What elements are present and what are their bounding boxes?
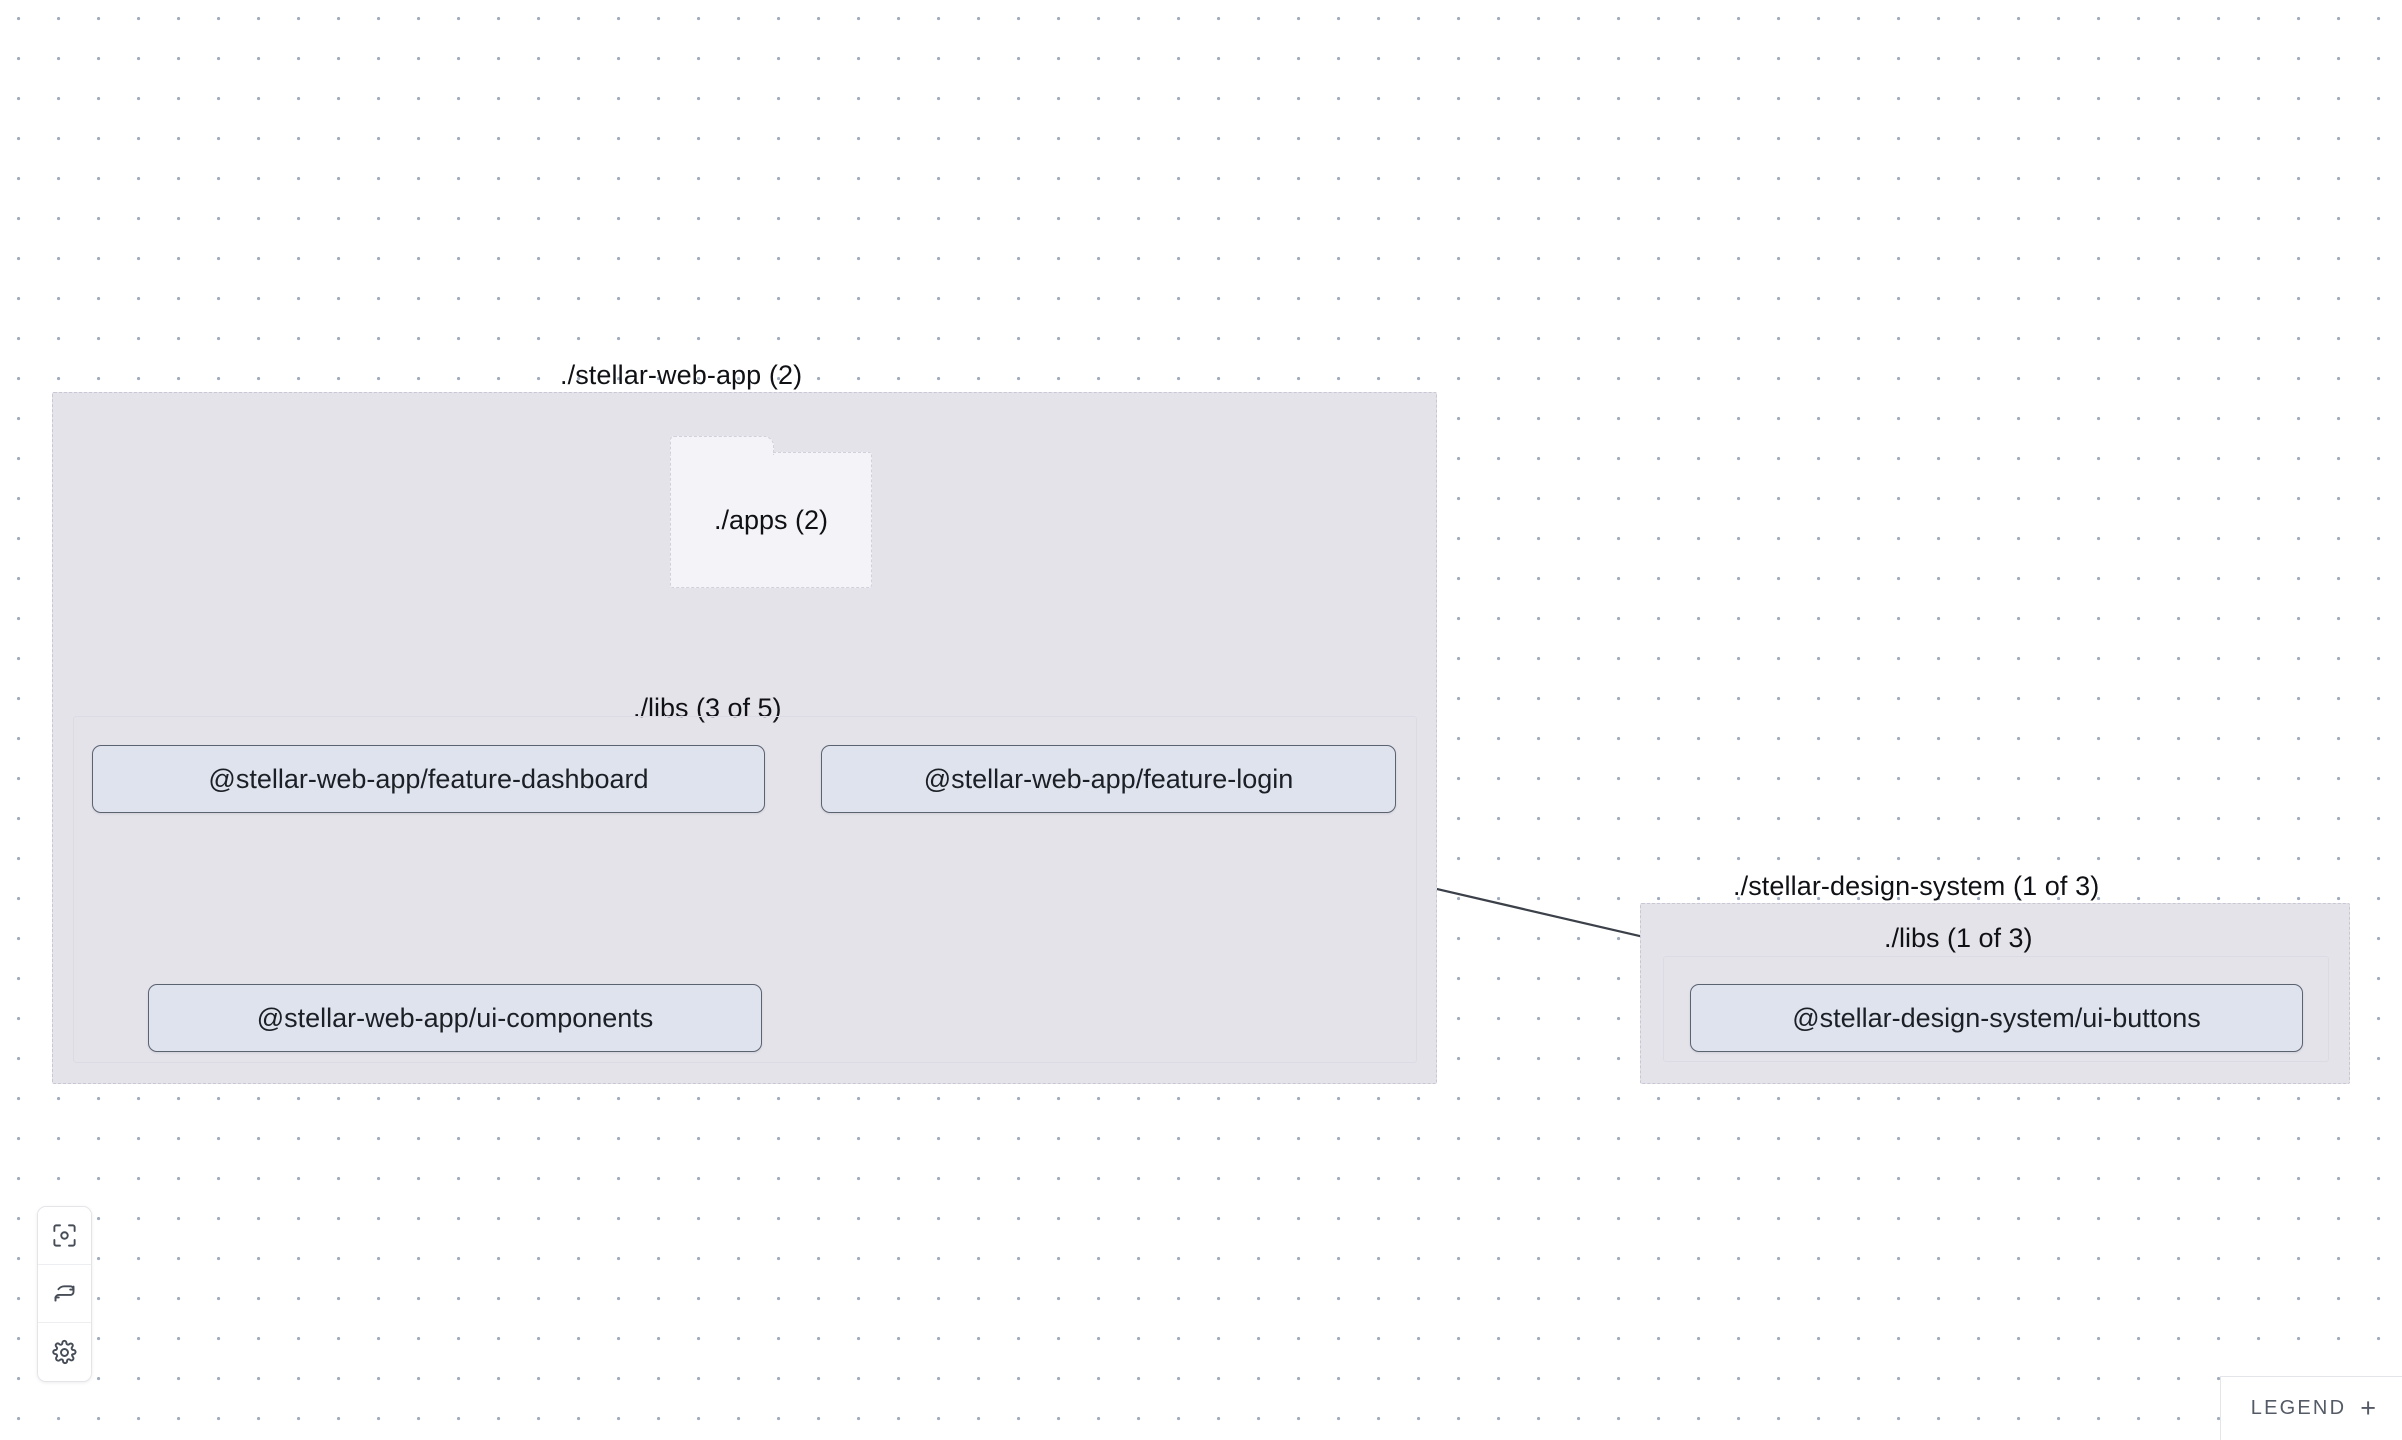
legend-expand-icon[interactable]: + xyxy=(2360,1393,2376,1423)
legend-label: LEGEND xyxy=(2250,1397,2347,1419)
group-label-stellar-design-system: ./stellar-design-system (1 of 3) xyxy=(1733,871,2100,901)
folder-node-apps[interactable]: ./apps (2) xyxy=(669,436,872,588)
subgroup-label-design-system-libs: ./libs (1 of 3) xyxy=(1884,923,2033,953)
subgroup-design-system-libs[interactable] xyxy=(1663,956,2329,1062)
project-node-label: @stellar-web-app/ui-components xyxy=(256,1002,654,1033)
gear-icon xyxy=(51,1339,78,1366)
focus-graph-button[interactable] xyxy=(38,1207,91,1265)
project-node-label: @stellar-web-app/feature-dashboard xyxy=(208,763,649,794)
folder-node-label: ./apps (2) xyxy=(713,504,829,535)
project-node-label: @stellar-design-system/ui-buttons xyxy=(1792,1002,2201,1033)
project-node-label: @stellar-web-app/feature-login xyxy=(923,763,1294,794)
canvas-toolbar[interactable] xyxy=(37,1206,92,1382)
project-node-feature-login[interactable]: @stellar-web-app/feature-login xyxy=(821,745,1396,813)
subgroup-web-app-libs[interactable] xyxy=(73,716,1417,1063)
focus-target-icon xyxy=(51,1222,78,1249)
project-node-ui-components[interactable]: @stellar-web-app/ui-components xyxy=(148,984,762,1052)
subgroup-label-web-app-libs: ./libs (3 of 5) xyxy=(633,693,782,723)
refresh-icon xyxy=(51,1280,78,1307)
group-label-stellar-web-app: ./stellar-web-app (2) xyxy=(560,360,803,390)
settings-button[interactable] xyxy=(38,1323,91,1381)
folder-tab xyxy=(669,436,774,458)
refresh-graph-button[interactable] xyxy=(38,1265,91,1323)
legend-panel[interactable]: LEGEND + xyxy=(2219,1376,2402,1440)
project-node-ui-buttons[interactable]: @stellar-design-system/ui-buttons xyxy=(1690,984,2303,1052)
project-node-feature-dashboard[interactable]: @stellar-web-app/feature-dashboard xyxy=(92,745,765,813)
